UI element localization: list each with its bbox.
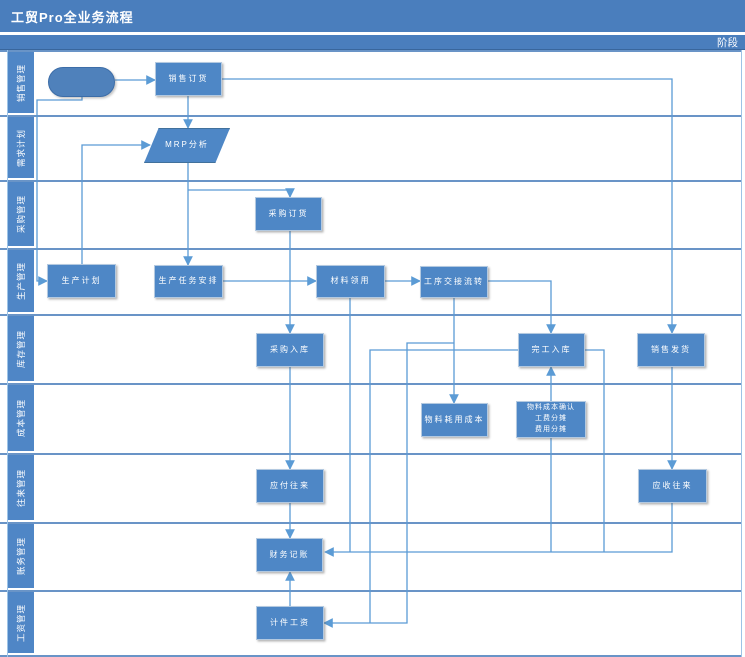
node-label: 完工入库: [531, 344, 572, 354]
flow-node-ar[interactable]: 应收往来: [638, 469, 707, 503]
node-label: 生产计划: [61, 275, 102, 285]
node-label: 销售发货: [651, 344, 691, 354]
lane-boundary-8: [0, 590, 741, 592]
node-label: 财务记账: [269, 549, 310, 559]
flow-node-purchase-order[interactable]: 采购订货: [255, 197, 322, 231]
lane-label-5: 成本管理: [7, 385, 34, 451]
lane-boundary-1: [0, 115, 741, 117]
flow-node-material-req[interactable]: 材料领用: [316, 265, 385, 298]
diagram-right-border: [741, 50, 742, 657]
lane-label-text: 库存管理: [15, 329, 26, 368]
flow-node-sales-order[interactable]: 销售订货: [155, 62, 222, 96]
phase-header-bar: 阶段: [0, 35, 745, 50]
lane-label-text: 工资管理: [15, 603, 26, 642]
connector-start-to-prod-plan: [36, 97, 83, 286]
lane-label-text: 需求计划: [15, 128, 26, 167]
connector-mrp-analysis-to-purchase-order: [188, 188, 295, 198]
diagram-title: 工贸Pro全业务流程: [11, 9, 134, 25]
flow-node-sales-ship[interactable]: 销售发货: [637, 333, 705, 367]
lane-label-text: 往来管理: [15, 468, 26, 507]
flow-node-cost-confirm[interactable]: 物料成本确认工费分摊费用分摊: [516, 401, 586, 438]
lane-label-6: 往来管理: [7, 455, 34, 520]
connectors-layer: [36, 75, 677, 628]
lane-boundary-6: [0, 453, 741, 455]
lane-label-text: 销售管理: [15, 63, 26, 102]
flow-node-bookkeeping[interactable]: 财务记账: [256, 538, 323, 572]
connector-finish-in-to-piece-wage: [369, 349, 518, 623]
lane-label-1: 需求计划: [7, 117, 34, 178]
diagram-title-bar: 工贸Pro全业务流程: [0, 0, 745, 32]
node-label: 计件工资: [270, 617, 310, 627]
flow-node-prod-task[interactable]: 生产任务安排: [154, 265, 223, 298]
connector-prod-plan-to-mrp-analysis: [81, 140, 151, 264]
flow-node-purchase-in[interactable]: 采购入库: [256, 333, 324, 367]
diagram-left-border: [7, 50, 8, 657]
connector-process-flow-to-piece-wage: [323, 342, 454, 628]
node-label: 采购订货: [268, 208, 309, 218]
lane-label-text: 生产管理: [15, 261, 26, 301]
lane-boundary-bottom: [0, 655, 741, 657]
flow-node-piece-wage[interactable]: 计件工资: [256, 606, 324, 640]
flow-node-ap[interactable]: 应付往来: [256, 469, 324, 503]
lane-label-text: 成本管理: [15, 398, 26, 438]
node-label: 工序交接流转: [424, 276, 484, 286]
node-label: 采购入库: [270, 344, 310, 354]
lane-boundary-7: [0, 522, 741, 524]
node-label: 物料耗用成本: [424, 414, 485, 424]
node-label: 应收往来: [652, 480, 693, 490]
parallelogram-shape: [144, 128, 230, 163]
lane-boundary-0: [0, 50, 741, 52]
flow-node-prod-plan[interactable]: 生产计划: [47, 264, 116, 298]
lane-label-3: 生产管理: [7, 250, 34, 312]
flow-node-start[interactable]: [48, 67, 115, 97]
node-label: 生产任务安排: [158, 276, 219, 286]
swimlane-diagram: 销售管理需求计划采购管理生产管理库存管理成本管理往来管理账务管理工资管理 销售订…: [0, 50, 745, 657]
node-label: 物料成本确认工费分摊费用分摊: [527, 404, 575, 433]
lane-label-text: 账务管理: [15, 536, 26, 576]
node-label: MRP分析: [165, 140, 209, 150]
lane-boundary-2: [0, 180, 741, 182]
phase-header-label: 阶段: [717, 36, 738, 49]
connector-process-flow-to-finish-in: [488, 280, 556, 334]
flow-node-mrp-analysis[interactable]: MRP分析: [144, 128, 230, 163]
node-label: 销售订货: [168, 73, 209, 83]
lane-label-2: 采购管理: [7, 182, 34, 246]
lane-label-8: 工资管理: [7, 592, 34, 653]
flow-node-process-flow[interactable]: 工序交接流转: [420, 266, 488, 298]
lane-label-text: 采购管理: [15, 194, 26, 234]
lane-boundary-5: [0, 383, 741, 385]
lane-boundary-4: [0, 314, 741, 316]
lane-boundary-3: [0, 248, 741, 250]
node-label: 材料领用: [330, 276, 371, 286]
lane-label-4: 库存管理: [7, 316, 34, 381]
node-label: 应付往来: [270, 480, 310, 490]
lane-label-7: 账务管理: [7, 524, 34, 588]
flow-node-material-cost[interactable]: 物料耗用成本: [421, 403, 488, 437]
lane-label-0: 销售管理: [7, 52, 34, 113]
flow-node-finish-in[interactable]: 完工入库: [518, 333, 585, 367]
connector-ar-to-bookkeeping: [324, 503, 673, 557]
